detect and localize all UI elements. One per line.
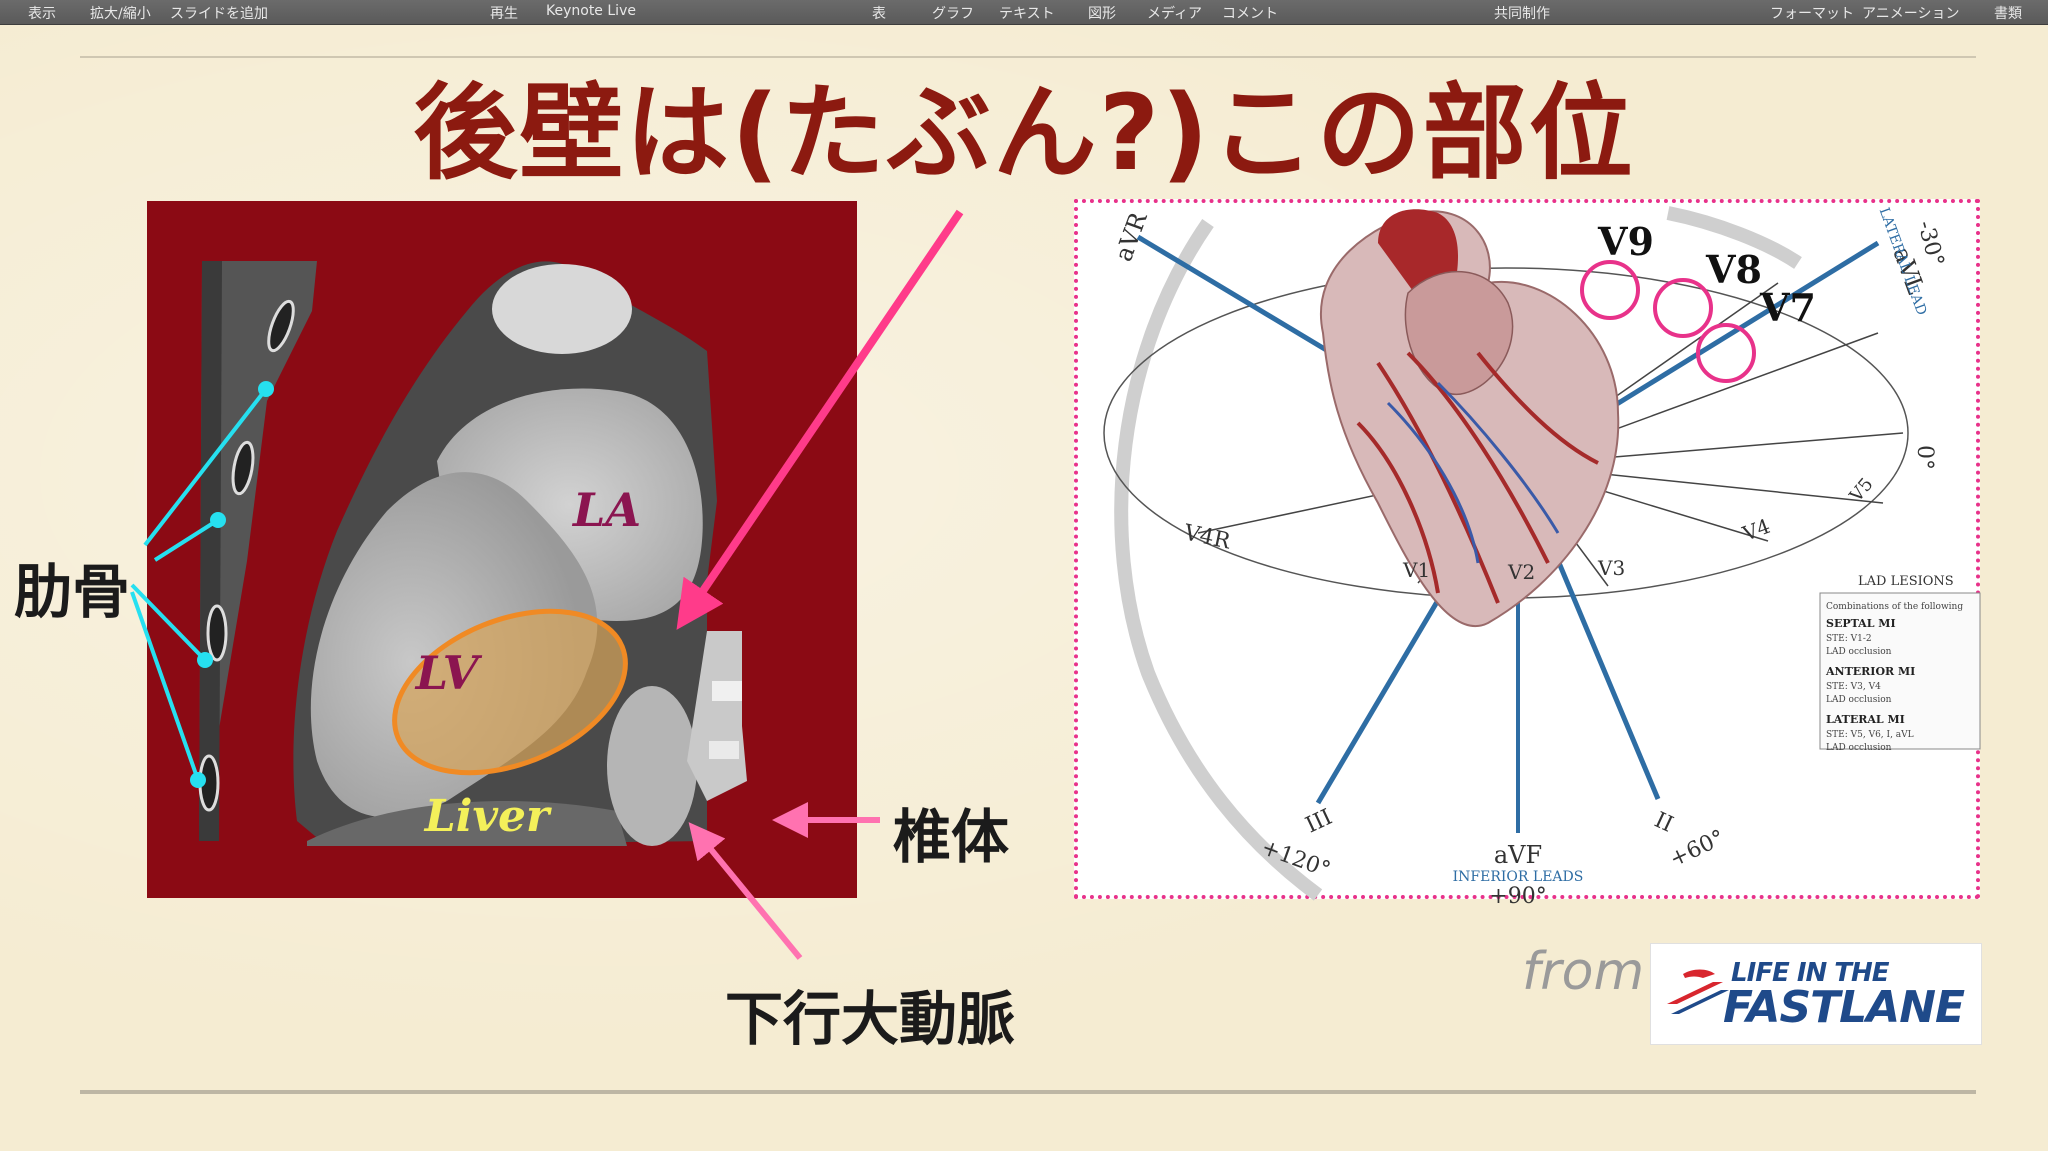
toolbar-add-slide[interactable]: スライドを追加 <box>170 6 268 22</box>
logo-text-line2: FASTLANE <box>1723 982 1965 1033</box>
label-v8: V8 <box>1705 247 1762 292</box>
circle-v8 <box>1653 278 1713 338</box>
lad-lesions-box <box>1819 592 1981 750</box>
descending-aorta-ct <box>607 686 697 846</box>
bottom-divider <box>80 1090 1976 1094</box>
lateral-ste: STE: V5, V6, I, aVL <box>1826 730 1914 740</box>
toolbar-table[interactable]: 表 <box>872 6 886 22</box>
toolbar-media[interactable]: メディア <box>1147 6 1203 22</box>
life-in-the-fastlane-logo: LIFE IN THE FASTLANE <box>1650 943 1982 1045</box>
aortic-arch <box>492 264 632 354</box>
label-ribs: 肋骨 <box>14 558 131 626</box>
top-divider <box>80 56 1976 58</box>
slide-title: 後壁は(たぶん?)この部位 <box>413 72 1635 194</box>
label-avf: aVF <box>1494 841 1542 869</box>
label-v3: V3 <box>1597 556 1625 580</box>
toolbar-chart[interactable]: グラフ <box>932 6 974 22</box>
toolbar-zoom[interactable]: 拡大/縮小 <box>90 6 151 22</box>
title-pointer-arrow <box>676 209 964 630</box>
toolbar-shape[interactable]: 図形 <box>1088 6 1116 22</box>
rib-pointer-dots <box>190 381 274 788</box>
lad-intro: Combinations of the following <box>1826 602 1963 612</box>
label-inferior-leads: INFERIOR LEADS <box>1453 869 1584 885</box>
label-v2: V2 <box>1507 560 1535 584</box>
label-plus90: +90° <box>1489 884 1546 909</box>
toolbar-text[interactable]: テキスト <box>999 6 1055 22</box>
septal-ste: STE: V1-2 <box>1826 634 1872 644</box>
logo-stripes-icon <box>1667 969 1729 1014</box>
rib-1 <box>267 299 295 353</box>
label-v9: V9 <box>1597 219 1654 264</box>
credit-from: from <box>1522 942 1645 1002</box>
rib-3 <box>206 604 228 662</box>
keynote-toolbar: 表示 拡大/縮小 スライドを追加 再生 Keynote Live 表 グラフ テ… <box>0 0 2048 25</box>
toolbar-comment[interactable]: コメント <box>1222 6 1278 22</box>
axis-arc <box>1114 219 1323 901</box>
logo-text-line1: LIFE IN THE <box>1731 958 1890 988</box>
chest-wall <box>199 261 317 841</box>
circle-v7 <box>1696 323 1756 383</box>
label-v7: V7 <box>1759 285 1816 330</box>
label-v1: V1 <box>1402 558 1430 582</box>
toolbar-document[interactable]: 書類 <box>1994 6 2022 22</box>
septal-title: SEPTAL MI <box>1826 617 1896 630</box>
rib-2 <box>231 440 255 496</box>
ct-image: LA LV Liver <box>147 201 857 898</box>
toolbar-view[interactable]: 表示 <box>28 6 56 22</box>
toolbar-animate[interactable]: アニメーション <box>1862 6 1960 22</box>
aorta-arrow <box>688 822 803 960</box>
anterior-ste: STE: V3, V4 <box>1826 682 1881 692</box>
toolbar-keynote-live[interactable]: Keynote Live <box>546 3 636 19</box>
toolbar-play[interactable]: 再生 <box>490 6 518 22</box>
posterior-wall-highlight <box>392 608 628 776</box>
label-descending-aorta: 下行大動脈 <box>725 985 1016 1053</box>
lad-title: LAD LESIONS <box>1858 574 1954 589</box>
lateral-title: LATERAL MI <box>1826 713 1905 726</box>
anterior-title: ANTERIOR MI <box>1825 665 1915 678</box>
lateral-occ: LAD occlusion <box>1826 743 1892 753</box>
circle-v9 <box>1580 260 1640 320</box>
ecg-lead-diagram: V9 V8 V7 aVR aVL LATERAL LEAD -30° 0° V4… <box>1074 199 1981 909</box>
toolbar-collaborate[interactable]: 共同制作 <box>1494 6 1550 22</box>
label-lv: LV <box>414 646 483 700</box>
label-la: LA <box>571 483 641 537</box>
label-vertebra: 椎体 <box>893 803 1010 871</box>
rib-pointer-lines <box>130 387 268 781</box>
anterior-occ: LAD occlusion <box>1826 695 1892 705</box>
septal-occ: LAD occlusion <box>1826 647 1892 657</box>
toolbar-format[interactable]: フォーマット <box>1770 6 1854 22</box>
label-liver: Liver <box>423 791 552 842</box>
label-zero: 0° <box>1912 445 1937 470</box>
